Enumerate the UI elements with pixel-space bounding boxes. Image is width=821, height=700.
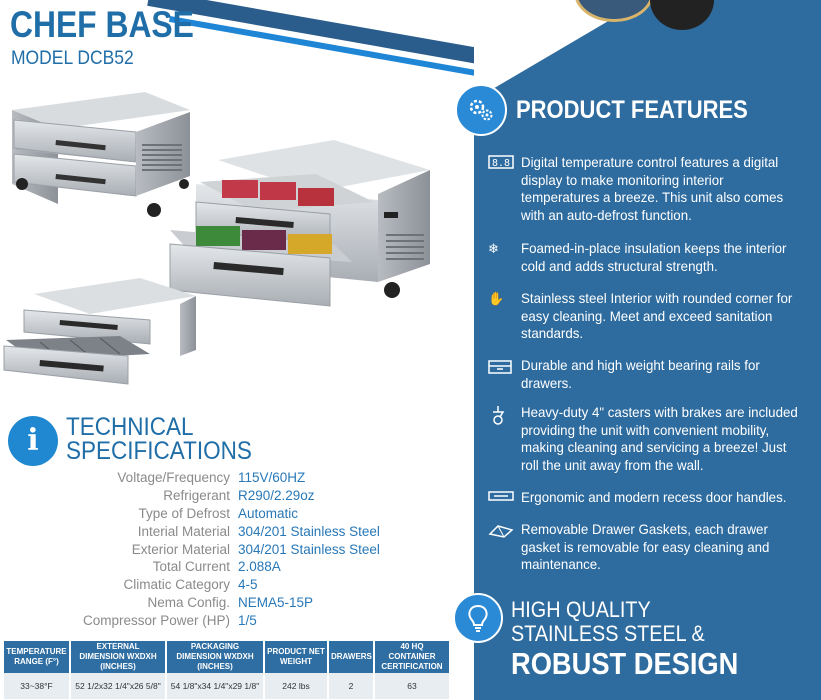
snowflake-icon: ❄ (488, 241, 499, 256)
spec-label: Refrigerant (163, 488, 230, 504)
spec-label: Type of Defrost (138, 505, 230, 521)
feature-text: Heavy-duty 4" casters with brakes are in… (521, 404, 798, 473)
highlight-subtitle: HIGH QUALITY STAINLESS STEEL & (511, 597, 705, 646)
feature-item: Removable Drawer Gaskets, each drawer ga… (488, 521, 813, 574)
caster-icon (488, 404, 521, 474)
feature-item: 8.8 Digital temperature control features… (488, 154, 813, 224)
lightbulb-icon (453, 593, 503, 643)
spec-row: Interial Material 304/201 Stainless Steel (0, 522, 470, 540)
feature-text: Durable and high weight bearing rails fo… (521, 357, 760, 391)
table-cell: 52 1/2x32 1/4"x26 5/8" (70, 673, 167, 699)
table-cell: 63 (374, 673, 451, 699)
feature-text: Removable Drawer Gaskets, each drawer ga… (521, 521, 770, 573)
gasket-icon (488, 521, 521, 574)
spec-label: Climatic Category (123, 577, 230, 593)
spec-list: Voltage/Frequency 115V/60HZ Refrigerant R2… (0, 469, 470, 629)
feature-item: ✋ Stainless steel Interior with rounded … (488, 290, 813, 343)
table-row: 33~38°F 52 1/2x32 1/4"x26 5/8" 54 1/8"x3… (4, 673, 451, 699)
table-cell: 242 lbs (264, 673, 329, 699)
feature-item: Durable and high weight bearing rails fo… (488, 357, 813, 392)
table-header: PRODUCT NET WEIGHT (264, 641, 329, 673)
gears-icon (455, 84, 507, 136)
model-number: MODEL DCB52 (11, 48, 134, 69)
feature-item: Ergonomic and modern recess door handles… (488, 489, 813, 507)
spec-row: Total Current 2.088A (0, 558, 470, 576)
spec-value: R290/2.29oz (238, 488, 315, 504)
spec-row: Type of Defrost Automatic (0, 505, 470, 523)
table-header: DRAWERS (328, 641, 375, 673)
svg-text:8.8: 8.8 (492, 158, 510, 169)
spec-value: 304/201 Stainless Steel (238, 541, 380, 557)
technical-specifications-title: TECHNICAL SPECIFICATIONS (66, 413, 252, 465)
digital-display-icon: 8.8 (488, 154, 521, 224)
chef-base-closed-unit (12, 92, 190, 217)
feature-text: Digital temperature control features a d… (521, 154, 784, 223)
spec-row: Voltage/Frequency 115V/60HZ (0, 469, 470, 487)
spec-value: Automatic (238, 505, 299, 521)
table-header: EXTERNAL DIMENSION WXDXH (INCHES) (70, 641, 167, 673)
feature-text: Stainless steel Interior with rounded co… (521, 290, 793, 342)
spec-label: Interial Material (137, 523, 230, 539)
spec-value: NEMA5-15P (238, 594, 314, 610)
spec-row: Refrigerant R290/2.29oz (0, 487, 470, 505)
spec-value: 115V/60HZ (238, 470, 306, 486)
spec-row: Climatic Category 4-5 (0, 576, 470, 594)
spec-label: Voltage/Frequency (117, 470, 230, 486)
spec-value: 2.088A (238, 559, 281, 575)
table-cell: 33~38°F (4, 673, 71, 699)
chef-base-food-unit (169, 140, 430, 307)
table-header: 40 HQ CONTAINER CERTIFICATION (374, 641, 451, 673)
product-features-title: PRODUCT FEATURES (516, 96, 748, 124)
panel-corner-cut (474, 0, 644, 100)
highlight-title: ROBUST DESIGN (511, 646, 739, 681)
spec-row: Nema Config. NEMA5-15P (0, 594, 470, 612)
spec-row: Exterior Material 304/201 Stainless Steel (0, 540, 470, 558)
drawer-icon (488, 357, 521, 392)
spec-label: Compressor Power (HP) (82, 612, 230, 628)
features-panel (474, 0, 821, 700)
info-icon: i (8, 416, 58, 466)
table-cell: 2 (328, 673, 375, 699)
product-images (3, 92, 430, 385)
spec-value: 304/201 Stainless Steel (238, 523, 380, 539)
dimensions-table: TEMPERATURE RANGE (F°) EXTERNAL DIMENSIO… (4, 641, 451, 699)
spec-label: Exterior Material (131, 541, 230, 557)
spec-value: 4-5 (238, 577, 258, 593)
door-handle-icon (488, 489, 521, 507)
table-header: PACKAGING DIMENSION WXDXH (INCHES) (166, 641, 265, 673)
spec-row: Compressor Power (HP) 1/5 (0, 611, 470, 629)
table-cell: 54 1/8"x34 1/4"x29 1/8" (166, 673, 265, 699)
chef-base-open-unit (3, 278, 196, 385)
spec-label: Total Current (152, 559, 230, 575)
spec-label: Nema Config. (147, 594, 230, 610)
hand-shield-icon: ✋ (488, 291, 505, 306)
feature-text: Ergonomic and modern recess door handles… (521, 489, 787, 505)
feature-item: Heavy-duty 4" casters with brakes are in… (488, 404, 813, 474)
feature-item: ❄ Foamed-in-place insulation keeps the i… (488, 240, 813, 275)
table-header: TEMPERATURE RANGE (F°) (4, 641, 71, 673)
spec-value: 1/5 (238, 612, 257, 628)
feature-text: Foamed-in-place insulation keeps the int… (521, 240, 787, 274)
page-title: CHEF BASE (10, 4, 194, 45)
